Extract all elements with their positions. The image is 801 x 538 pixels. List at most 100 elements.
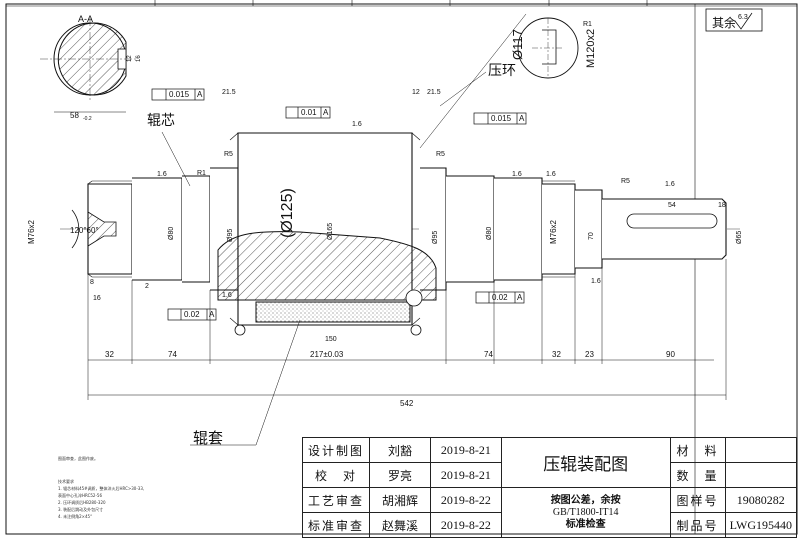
dim-2: 2 <box>145 283 149 290</box>
tol-perp-bottom-left: 0.02 <box>184 310 200 319</box>
tb-drawing-title: 压辊装配图 <box>500 437 671 488</box>
technical-requirements: 技术要求 1. 辊芯材料45#调质，整体淬火后HRC>30-33, 表面中心孔淬… <box>58 478 144 520</box>
tb-date: 2019-8-21 <box>429 462 502 488</box>
label-sleeve: 辊套 <box>193 430 223 447</box>
dim-seg-32-left: 32 <box>105 350 114 359</box>
dim-12: 12 <box>412 89 420 96</box>
title-block: 设计制图 刘豁 2019-8-21 压辊装配图 材 料 校 对 罗亮 2019-… <box>302 437 798 538</box>
tb-date: 2019-8-22 <box>429 487 502 513</box>
tb-name: 刘豁 <box>368 437 431 463</box>
rough-bottom: 1.6 <box>222 292 232 299</box>
note-line: 技术要求 <box>58 479 74 484</box>
section-a-a: A-A 58 -0.2 12 16 <box>40 14 142 122</box>
tb-field-label: 制品号 <box>669 512 726 538</box>
dia-bearing-right: Ø95 <box>432 231 439 244</box>
label-collar: 压环 <box>488 64 516 79</box>
roughness-note-value: 6.3 <box>738 14 748 21</box>
dim-r5-left: R5 <box>224 151 233 158</box>
collar-r1: R1 <box>583 21 592 28</box>
tb-field-value <box>724 437 798 463</box>
tol-runout-right: 0.015 <box>491 114 512 123</box>
collar-detail: R1 M120x2 Ø117 <box>419 13 597 149</box>
notes-stamp-text: 图面审查，此图作废。 <box>58 456 98 461</box>
dim-seg-90: 90 <box>666 350 675 359</box>
dia-thread-right: M76x2 <box>549 219 558 244</box>
dim-seg-217: 217±0.03 <box>310 350 344 359</box>
dim-seg-74-right: 74 <box>484 350 493 359</box>
dim-seg-74-left: 74 <box>168 350 177 359</box>
tb-name: 赵舞溪 <box>368 512 431 538</box>
note-line: 1. 辊芯材料45#调质，整体淬火后HRC>30-33, <box>58 486 145 491</box>
tol-datum-4: A <box>209 310 215 319</box>
diameter-labels: M76x2 Ø80 Ø95 (Ø125) Ø165 Ø95 Ø80 M76x2 … <box>27 188 743 244</box>
label-core: 辊芯 <box>147 113 175 129</box>
tb-standard-line: 按图公差，余按 <box>550 494 621 506</box>
rough-stub: 1.6 <box>665 181 675 188</box>
rough-body: 1.6 <box>352 121 362 128</box>
rough-left: 1.6 <box>157 171 167 178</box>
tb-role: 校 对 <box>302 462 370 488</box>
dim-21-5-left: 21.5 <box>222 89 236 96</box>
rough-right-1: 1.6 <box>512 171 522 178</box>
section-dim-12: 12 <box>127 55 133 62</box>
center-hole-angle: 120°60° <box>70 226 99 235</box>
rough-bottom-right: 1.6 <box>591 278 601 285</box>
dim-r5-right: R5 <box>436 151 445 158</box>
tb-standard-line: 标准检查 <box>565 518 606 530</box>
tol-datum-3: A <box>519 114 525 123</box>
dim-54: 54 <box>668 202 676 209</box>
tb-date: 2019-8-22 <box>429 512 502 538</box>
tb-field-value: LWG195440 <box>724 512 798 538</box>
tb-field-label: 数 量 <box>669 462 726 488</box>
dia-neck-right: Ø80 <box>486 227 493 240</box>
tb-role: 标准审查 <box>302 512 370 538</box>
tol-datum-5: A <box>517 293 523 302</box>
tb-role: 设计制图 <box>302 437 370 463</box>
dia-thread-left: M76x2 <box>27 219 36 244</box>
dimension-chain: 32 74 217±0.03 74 32 23 90 542 <box>87 259 727 408</box>
dia-sleeve-ref: (Ø125) <box>279 188 296 238</box>
dia-shaft-end: Ø65 <box>736 231 743 244</box>
notes-stamp: 图面审查，此图作废。 <box>58 455 98 462</box>
dim-seg-32-right: 32 <box>552 350 561 359</box>
collar-outer-dia: Ø117 <box>510 29 525 60</box>
dim-overall: 542 <box>400 399 414 408</box>
dim-150: 150 <box>325 336 337 343</box>
tol-perp-left: 0.01 <box>301 108 317 117</box>
rough-right-2: 1.6 <box>546 171 556 178</box>
note-line: 2. 压环调质后HB280-320 <box>58 500 106 505</box>
section-dim-16: 16 <box>136 55 142 62</box>
tb-field-label: 材 料 <box>669 437 726 463</box>
small-dimensions: 21.5 12 21.5 8 16 2 150 54 18 R1 R5 R5 R… <box>90 89 726 343</box>
tb-name: 胡湘辉 <box>368 487 431 513</box>
part-labels: 辊芯 压环 辊套 <box>147 64 516 447</box>
tb-standards: 按图公差，余按 GB/T1800-IT14 标准检查 <box>500 487 671 538</box>
tol-datum-1: A <box>197 90 203 99</box>
tolerance-frames: 0.015 A 0.01 A 0.015 A 0.02 A 0.02 A <box>151 88 527 321</box>
note-line: 表面中心孔淬HRC52-56 <box>58 493 103 498</box>
sleeve-section <box>217 231 437 336</box>
roughness-note: 其余 6.3 <box>705 8 763 32</box>
dim-18: 18 <box>718 202 726 209</box>
note-line: 4. 未注倒角2×45° <box>58 514 93 519</box>
dia-bearing-left: Ø95 <box>227 229 234 242</box>
dim-21-5-right: 21.5 <box>427 89 441 96</box>
dim-16: 16 <box>93 295 101 302</box>
section-dim-58-tol: -0.2 <box>83 116 92 122</box>
tb-field-value <box>724 462 798 488</box>
tb-date: 2019-8-21 <box>429 437 502 463</box>
tol-datum-2: A <box>323 108 329 117</box>
roughness-note-label: 其余 <box>712 15 736 30</box>
tb-field-label: 图样号 <box>669 487 726 513</box>
dia-neck-left: Ø80 <box>168 227 175 240</box>
section-label: A-A <box>78 14 93 24</box>
dim-r5-stub: R5 <box>621 178 630 185</box>
section-dim-58: 58 <box>70 111 79 120</box>
center-hole-detail: 120°60° <box>70 209 117 249</box>
note-line: 3. 装配后跳动及外包尺寸 <box>58 507 104 512</box>
tb-role: 工艺审查 <box>302 487 370 513</box>
dim-r1: R1 <box>197 170 206 177</box>
dim-8: 8 <box>90 279 94 286</box>
tb-standard-line: GB/T1800-IT14 <box>552 506 619 518</box>
